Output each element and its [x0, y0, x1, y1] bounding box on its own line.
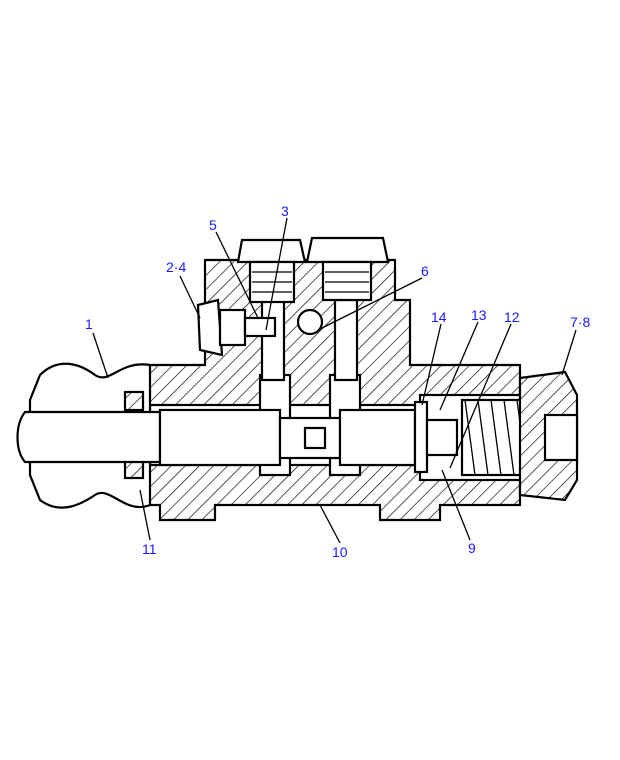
top-fittings [236, 236, 390, 304]
leader-lines [92, 217, 577, 544]
callout-13: 13 [471, 307, 487, 323]
callout-5: 5 [209, 217, 217, 233]
callout-9: 9 [468, 540, 476, 556]
callout-1: 1 [85, 316, 93, 332]
callout-2-4: 2·4 [166, 259, 187, 275]
callout-14: 14 [431, 309, 447, 325]
callout-11: 11 [142, 541, 157, 557]
callout-6: 6 [421, 263, 429, 279]
plunger [16, 400, 459, 474]
callout-7-8: 7·8 [570, 314, 591, 330]
callout-12: 12 [504, 309, 520, 325]
callout-3: 3 [281, 203, 289, 219]
end-cap-nut [518, 370, 579, 502]
callout-10: 10 [332, 544, 348, 560]
